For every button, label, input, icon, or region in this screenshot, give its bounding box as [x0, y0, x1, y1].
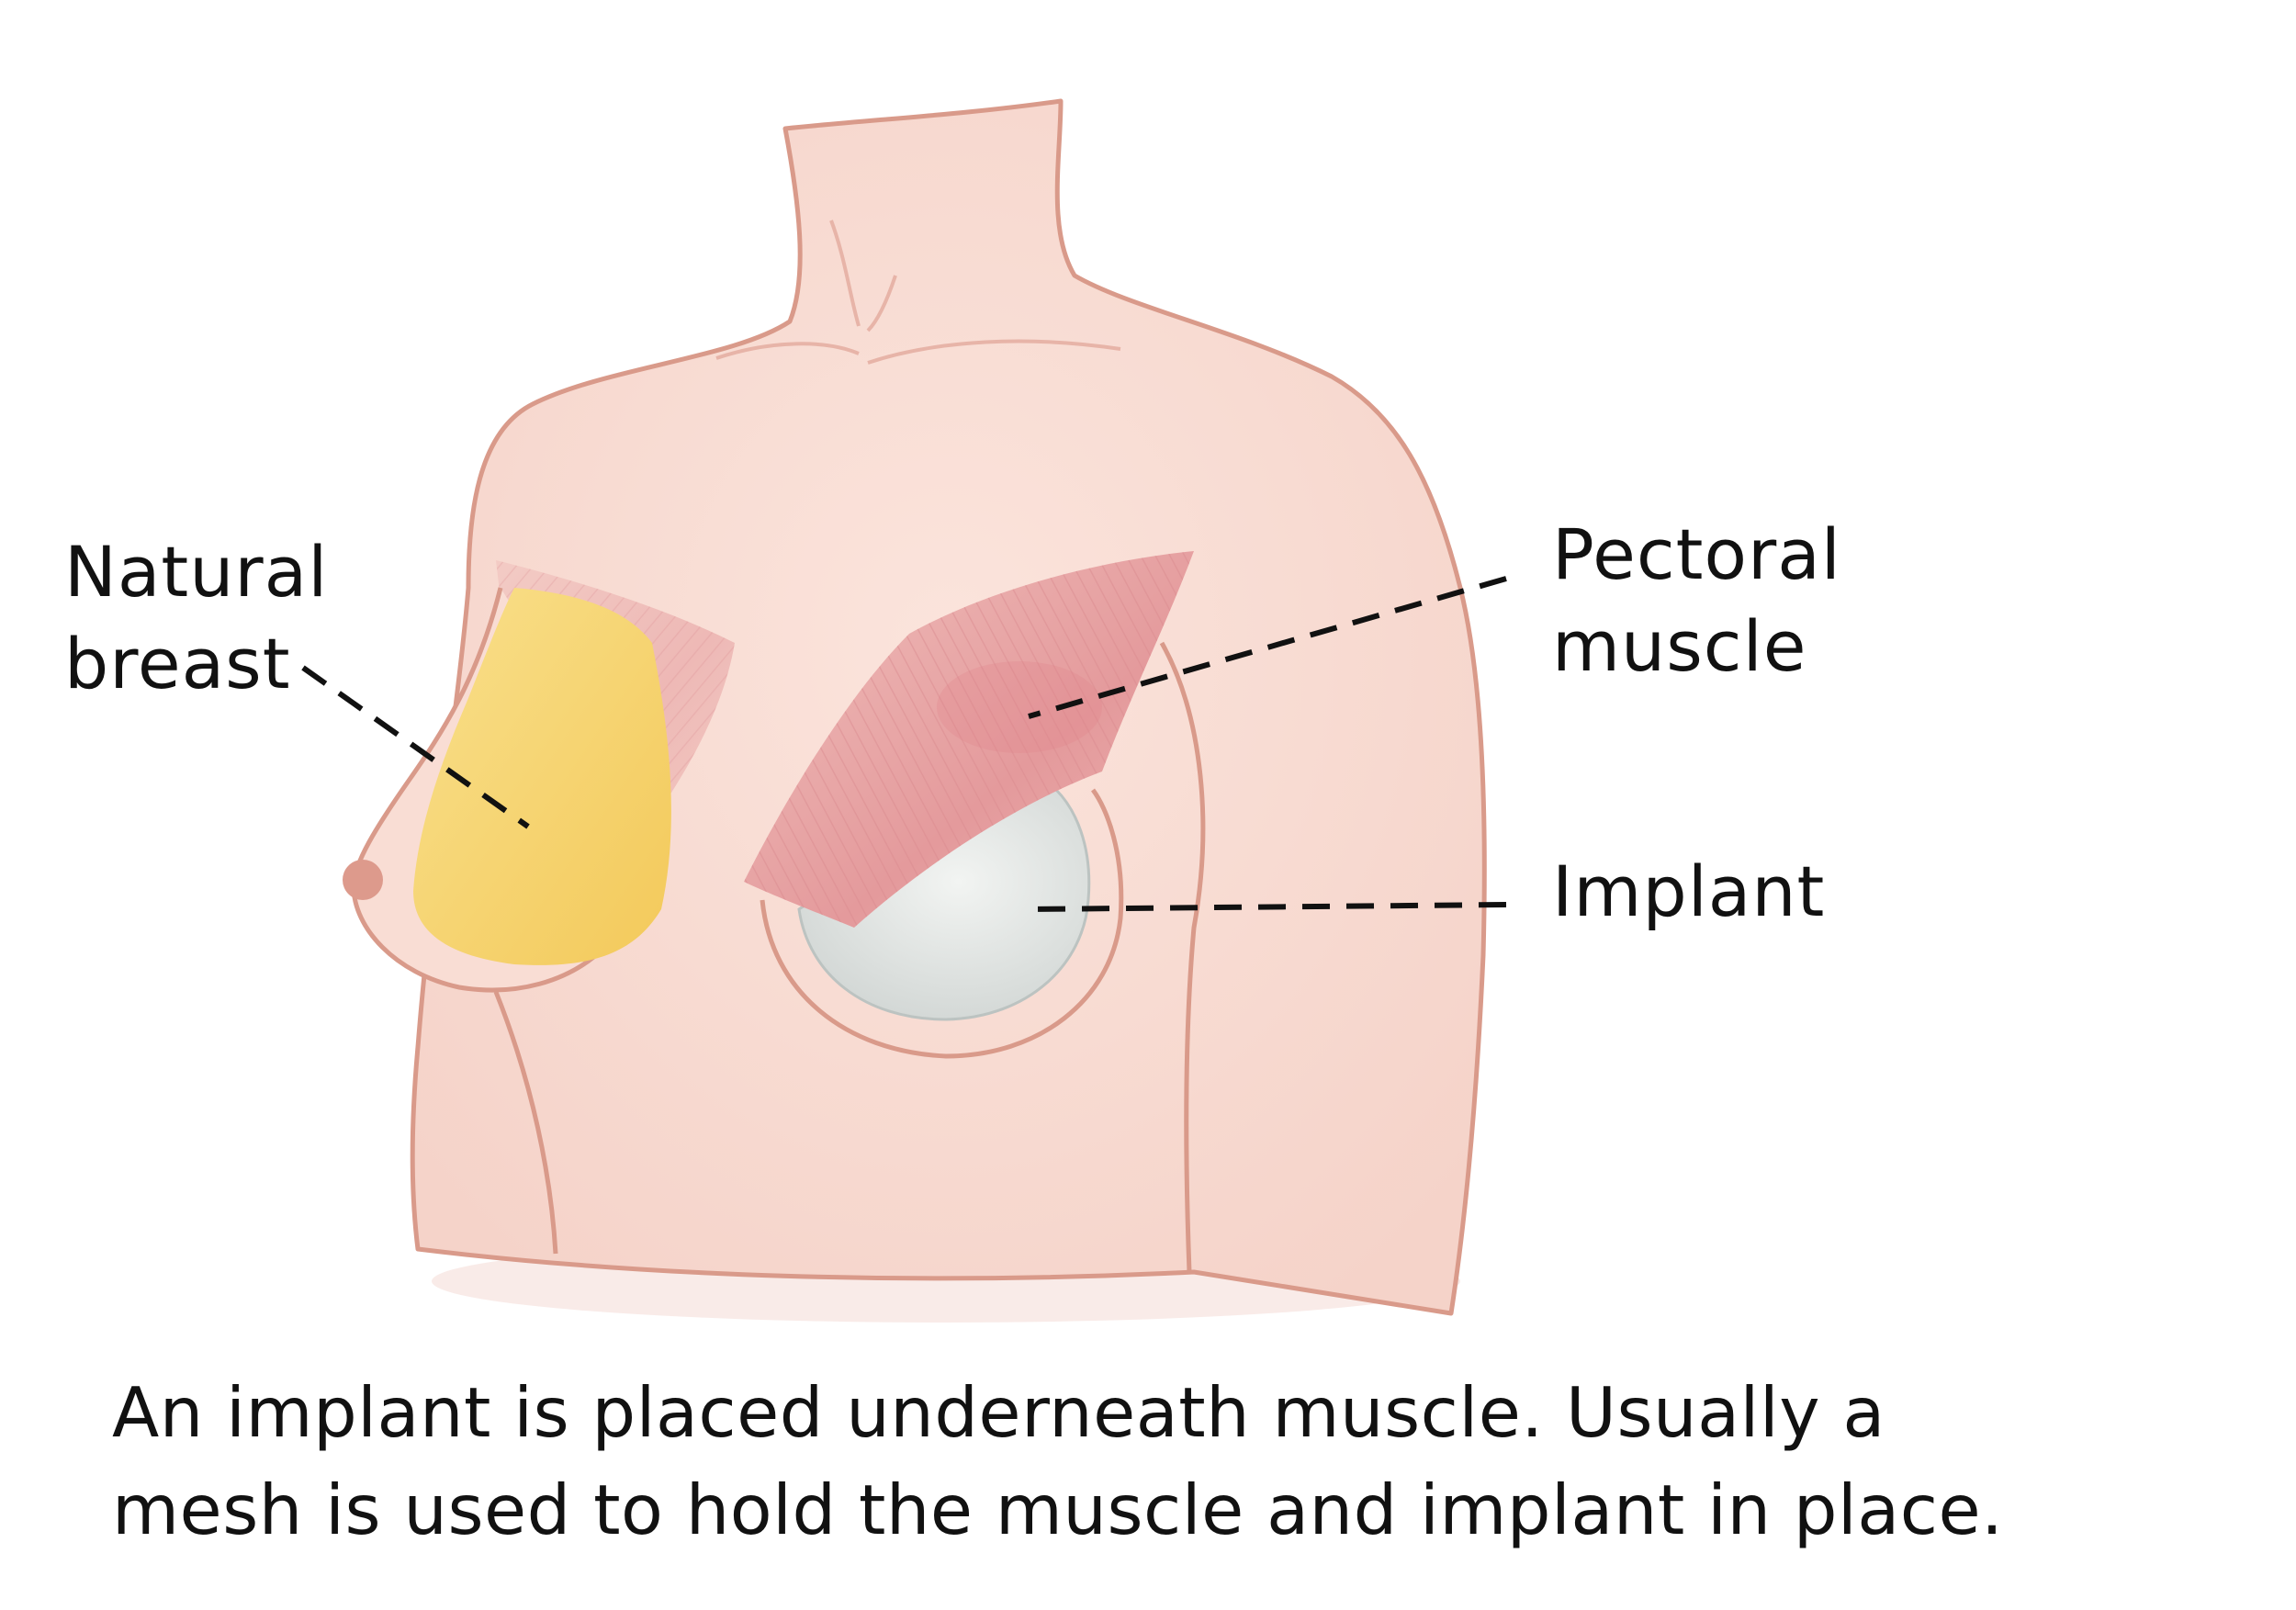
pectoral-muscle-label-2: muscle: [1552, 600, 1806, 693]
caption-line-2: mesh is used to hold the muscle and impl…: [112, 1469, 2004, 1550]
muscle-highlight: [937, 661, 1102, 753]
neck-line-left: [829, 220, 861, 327]
left-side-crease: [493, 991, 558, 1255]
natural-breast-leader-line: [301, 665, 530, 829]
clavicle-right: [867, 339, 1121, 365]
pectoral-label-line1: Pectoral: [1552, 513, 1841, 595]
neck-line-right: [866, 275, 897, 332]
implant-label-text: Implant: [1552, 850, 1826, 932]
clavicle-left: [715, 342, 860, 360]
natural-breast-label-line2: breast: [64, 623, 291, 704]
implant-pocket: [760, 788, 1124, 1059]
diagram-caption: An implant is placed underneath muscle. …: [112, 1364, 2224, 1559]
implant-leader-line: [1028, 902, 1507, 912]
nipple: [343, 860, 383, 900]
natural-breast-label: Natural: [64, 525, 328, 619]
arm-crease: [1159, 641, 1206, 1273]
pectoral-label-line2: muscle: [1552, 605, 1807, 687]
natural-breast-label-2: breast: [64, 617, 291, 711]
implant-label: Implant: [1552, 845, 1825, 939]
caption-line-1: An implant is placed underneath muscle. …: [112, 1372, 1885, 1453]
pectoral-muscle-label: Pectoral: [1552, 508, 1841, 602]
natural-breast-label-line1: Natural: [64, 531, 329, 613]
breast-fat-tissue: [413, 588, 671, 965]
pectoral-leader-line: [1028, 576, 1507, 719]
